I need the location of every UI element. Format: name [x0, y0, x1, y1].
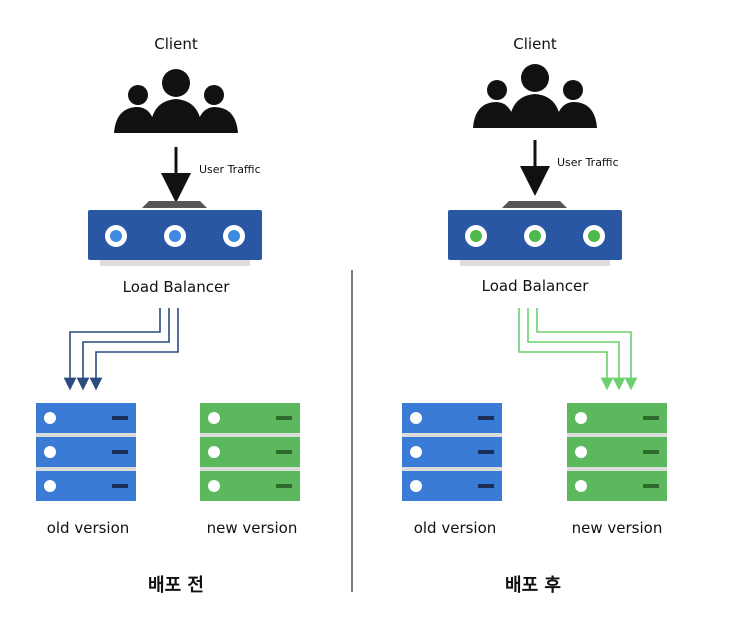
load-balancer-icon-before [88, 201, 262, 266]
users-icon-after [473, 64, 597, 128]
client-label-before: Client [154, 35, 198, 53]
server-stack-icon-new-before [200, 403, 300, 501]
new-version-label-after: new version [571, 519, 663, 537]
caption-after: 배포 후 [505, 575, 561, 596]
load-balancer-icon-after [448, 201, 622, 266]
traffic-arrows-before [63, 308, 179, 391]
server-stack-icon-old-before [36, 403, 136, 501]
traffic-arrows-after [518, 308, 638, 391]
new-version-label-before: new version [206, 519, 298, 537]
users-icon-before [114, 69, 238, 133]
load-balancer-label-before: Load Balancer [122, 278, 230, 296]
user-traffic-label-before: User Traffic [199, 163, 261, 176]
server-stack-icon-old-after [402, 403, 502, 501]
old-version-label-after: old version [413, 519, 497, 537]
old-version-label-before: old version [46, 519, 130, 537]
server-stack-icon-new-after [567, 403, 667, 501]
user-traffic-label-after: User Traffic [557, 156, 619, 169]
client-label-after: Client [513, 35, 557, 53]
caption-before: 배포 전 [148, 575, 204, 596]
load-balancer-label-after: Load Balancer [481, 277, 589, 295]
